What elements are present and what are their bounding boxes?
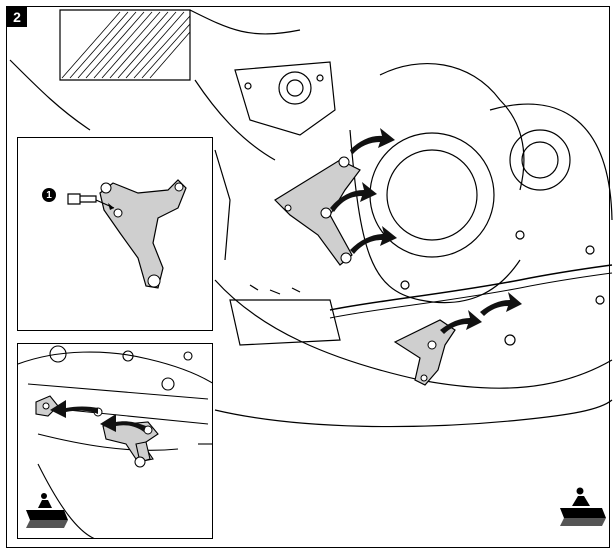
inset-bracket-detail: 1 [17,137,213,331]
mechanic-workstand-icon [26,493,68,528]
callout-number: 1 [42,188,56,202]
mounting-detail-drawing [18,345,212,538]
inset-mounting-detail [17,343,213,539]
mechanic-workstand-icon [560,487,606,526]
page-border [6,6,610,548]
step-number: 2 [7,7,27,27]
bracket-detail-drawing [67,179,187,289]
